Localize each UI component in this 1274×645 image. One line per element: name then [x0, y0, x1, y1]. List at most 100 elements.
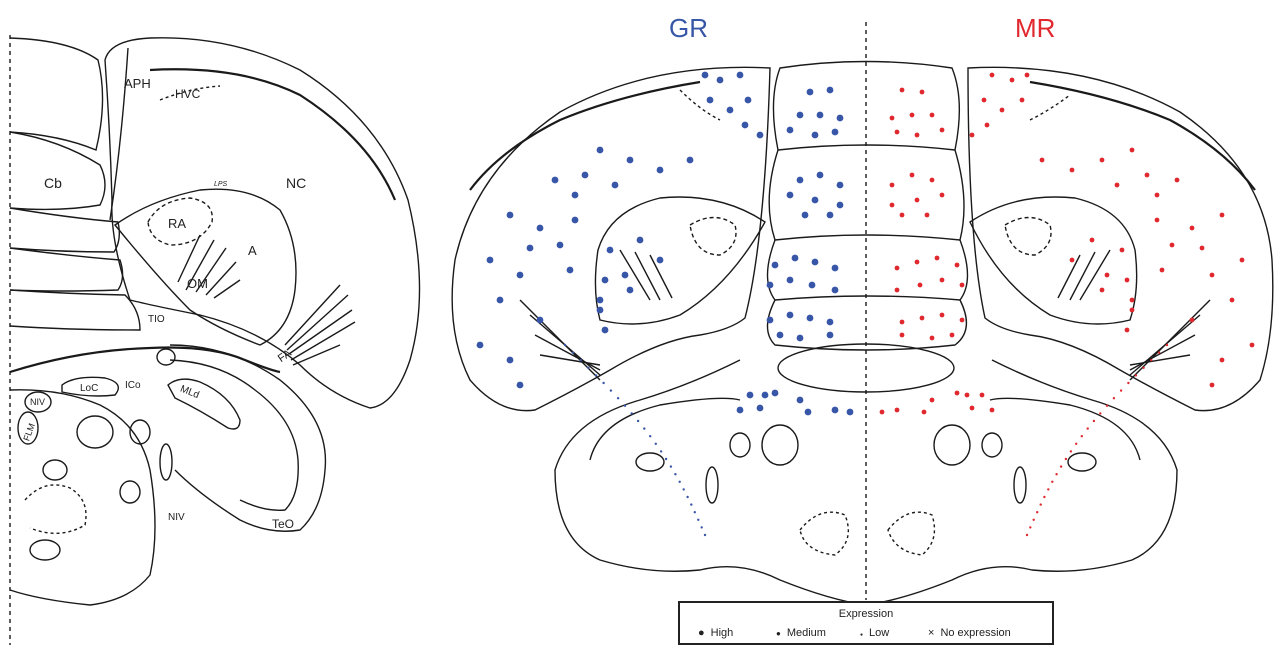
expression-marker [787, 312, 794, 319]
gr-brainstem-nucleus-3 [636, 453, 664, 471]
expression-marker [1210, 383, 1215, 388]
expression-marker [950, 333, 955, 338]
low-expression-marker [674, 473, 676, 475]
expression-marker [1200, 246, 1205, 251]
gr-fa-3 [535, 335, 600, 370]
expression-marker [807, 315, 814, 322]
low-expression-marker [1029, 526, 1031, 528]
expression-marker [935, 256, 940, 261]
mr-brainstem-nucleus-3 [1068, 453, 1096, 471]
expression-marker [960, 318, 965, 323]
label-om: OM [187, 276, 208, 291]
low-dot-icon: ● [860, 632, 863, 638]
expression-marker [1190, 226, 1195, 231]
expression-marker [747, 392, 754, 399]
expression-marker [910, 173, 915, 178]
expression-marker [572, 192, 579, 199]
expression-marker [517, 382, 524, 389]
cerebellum-folium-1 [10, 38, 103, 150]
label-ra: RA [168, 216, 186, 231]
expression-marker [955, 263, 960, 268]
expression-marker [1105, 273, 1110, 278]
expression-marker [837, 182, 844, 189]
expression-marker [1250, 343, 1255, 348]
label-niv-top: NIV [30, 397, 45, 407]
expression-marker [1145, 173, 1150, 178]
low-expression-marker [564, 344, 566, 346]
expression-marker [745, 97, 752, 104]
cerebellum-folium-4 [10, 248, 123, 291]
expression-marker [895, 266, 900, 271]
gr-fa-4 [540, 355, 600, 365]
mr-lamina [1030, 82, 1255, 190]
low-expression-marker [1099, 412, 1101, 414]
low-expression-marker [602, 382, 604, 384]
brainstem-nucleus-a [77, 416, 113, 448]
expression-marker [787, 192, 794, 199]
low-expression-marker [580, 359, 582, 361]
low-expression-marker [1036, 511, 1038, 513]
expression-marker [1240, 258, 1245, 263]
expression-marker [880, 410, 885, 415]
expression-marker [925, 213, 930, 218]
expression-marker [930, 336, 935, 341]
expression-marker [657, 257, 664, 264]
expression-marker [1120, 248, 1125, 253]
label-lps: LPS [214, 181, 228, 188]
legend-high: ●High [698, 627, 733, 639]
expression-marker [1220, 213, 1225, 218]
low-expression-marker [683, 488, 685, 490]
expression-marker [940, 278, 945, 283]
low-expression-marker [1033, 519, 1035, 521]
low-expression-marker [665, 458, 667, 460]
label-a: A [248, 243, 257, 258]
expression-marker [832, 265, 839, 272]
mr-arcopallium [970, 197, 1137, 324]
expression-marker [627, 287, 634, 294]
expression-marker [1115, 183, 1120, 188]
low-expression-marker [637, 420, 639, 422]
low-expression-marker [1106, 405, 1108, 407]
om-tract-1 [178, 235, 200, 282]
low-expression-marker [587, 367, 589, 369]
expression-marker [792, 255, 799, 262]
expression-marker [900, 88, 905, 93]
low-expression-marker [1127, 382, 1129, 384]
expression-marker [507, 357, 514, 364]
low-expression-marker [679, 481, 681, 483]
expression-marker [787, 127, 794, 134]
brainstem-outline [10, 390, 155, 605]
expression-marker [1210, 273, 1215, 278]
legend-low: ●Low [860, 627, 889, 639]
expression-marker [812, 197, 819, 204]
gr-dashed-region [800, 512, 848, 555]
expression-marker [797, 335, 804, 342]
expression-marker [627, 157, 634, 164]
expression-marker [1125, 328, 1130, 333]
expression-marker [955, 391, 960, 396]
brainstem-nucleus-c [43, 460, 67, 480]
low-expression-marker [572, 351, 574, 353]
label-loc: LoC [80, 383, 98, 394]
expression-marker [812, 132, 819, 139]
legend-medium-label: Medium [787, 627, 826, 639]
expression-marker [622, 272, 629, 279]
expression-marker [930, 398, 935, 403]
expression-marker [1010, 78, 1015, 83]
diencephalon-boundary [10, 348, 280, 373]
low-expression-marker [701, 526, 703, 528]
om-tract-4 [206, 262, 236, 295]
expression-marker [982, 98, 987, 103]
expression-marker [557, 242, 564, 249]
mr-om-3 [1058, 255, 1080, 298]
expression-marker [1130, 148, 1135, 153]
expression-marker [537, 225, 544, 232]
expression-marker [990, 73, 995, 78]
expression-marker [742, 122, 749, 129]
mr-brainstem-nucleus-1 [934, 425, 970, 465]
expression-marker [940, 193, 945, 198]
mr-expression-markers [880, 73, 1255, 537]
expression-marker [1170, 243, 1175, 248]
legend-high-label: High [711, 627, 734, 639]
optic-tectum-inner [170, 360, 298, 510]
